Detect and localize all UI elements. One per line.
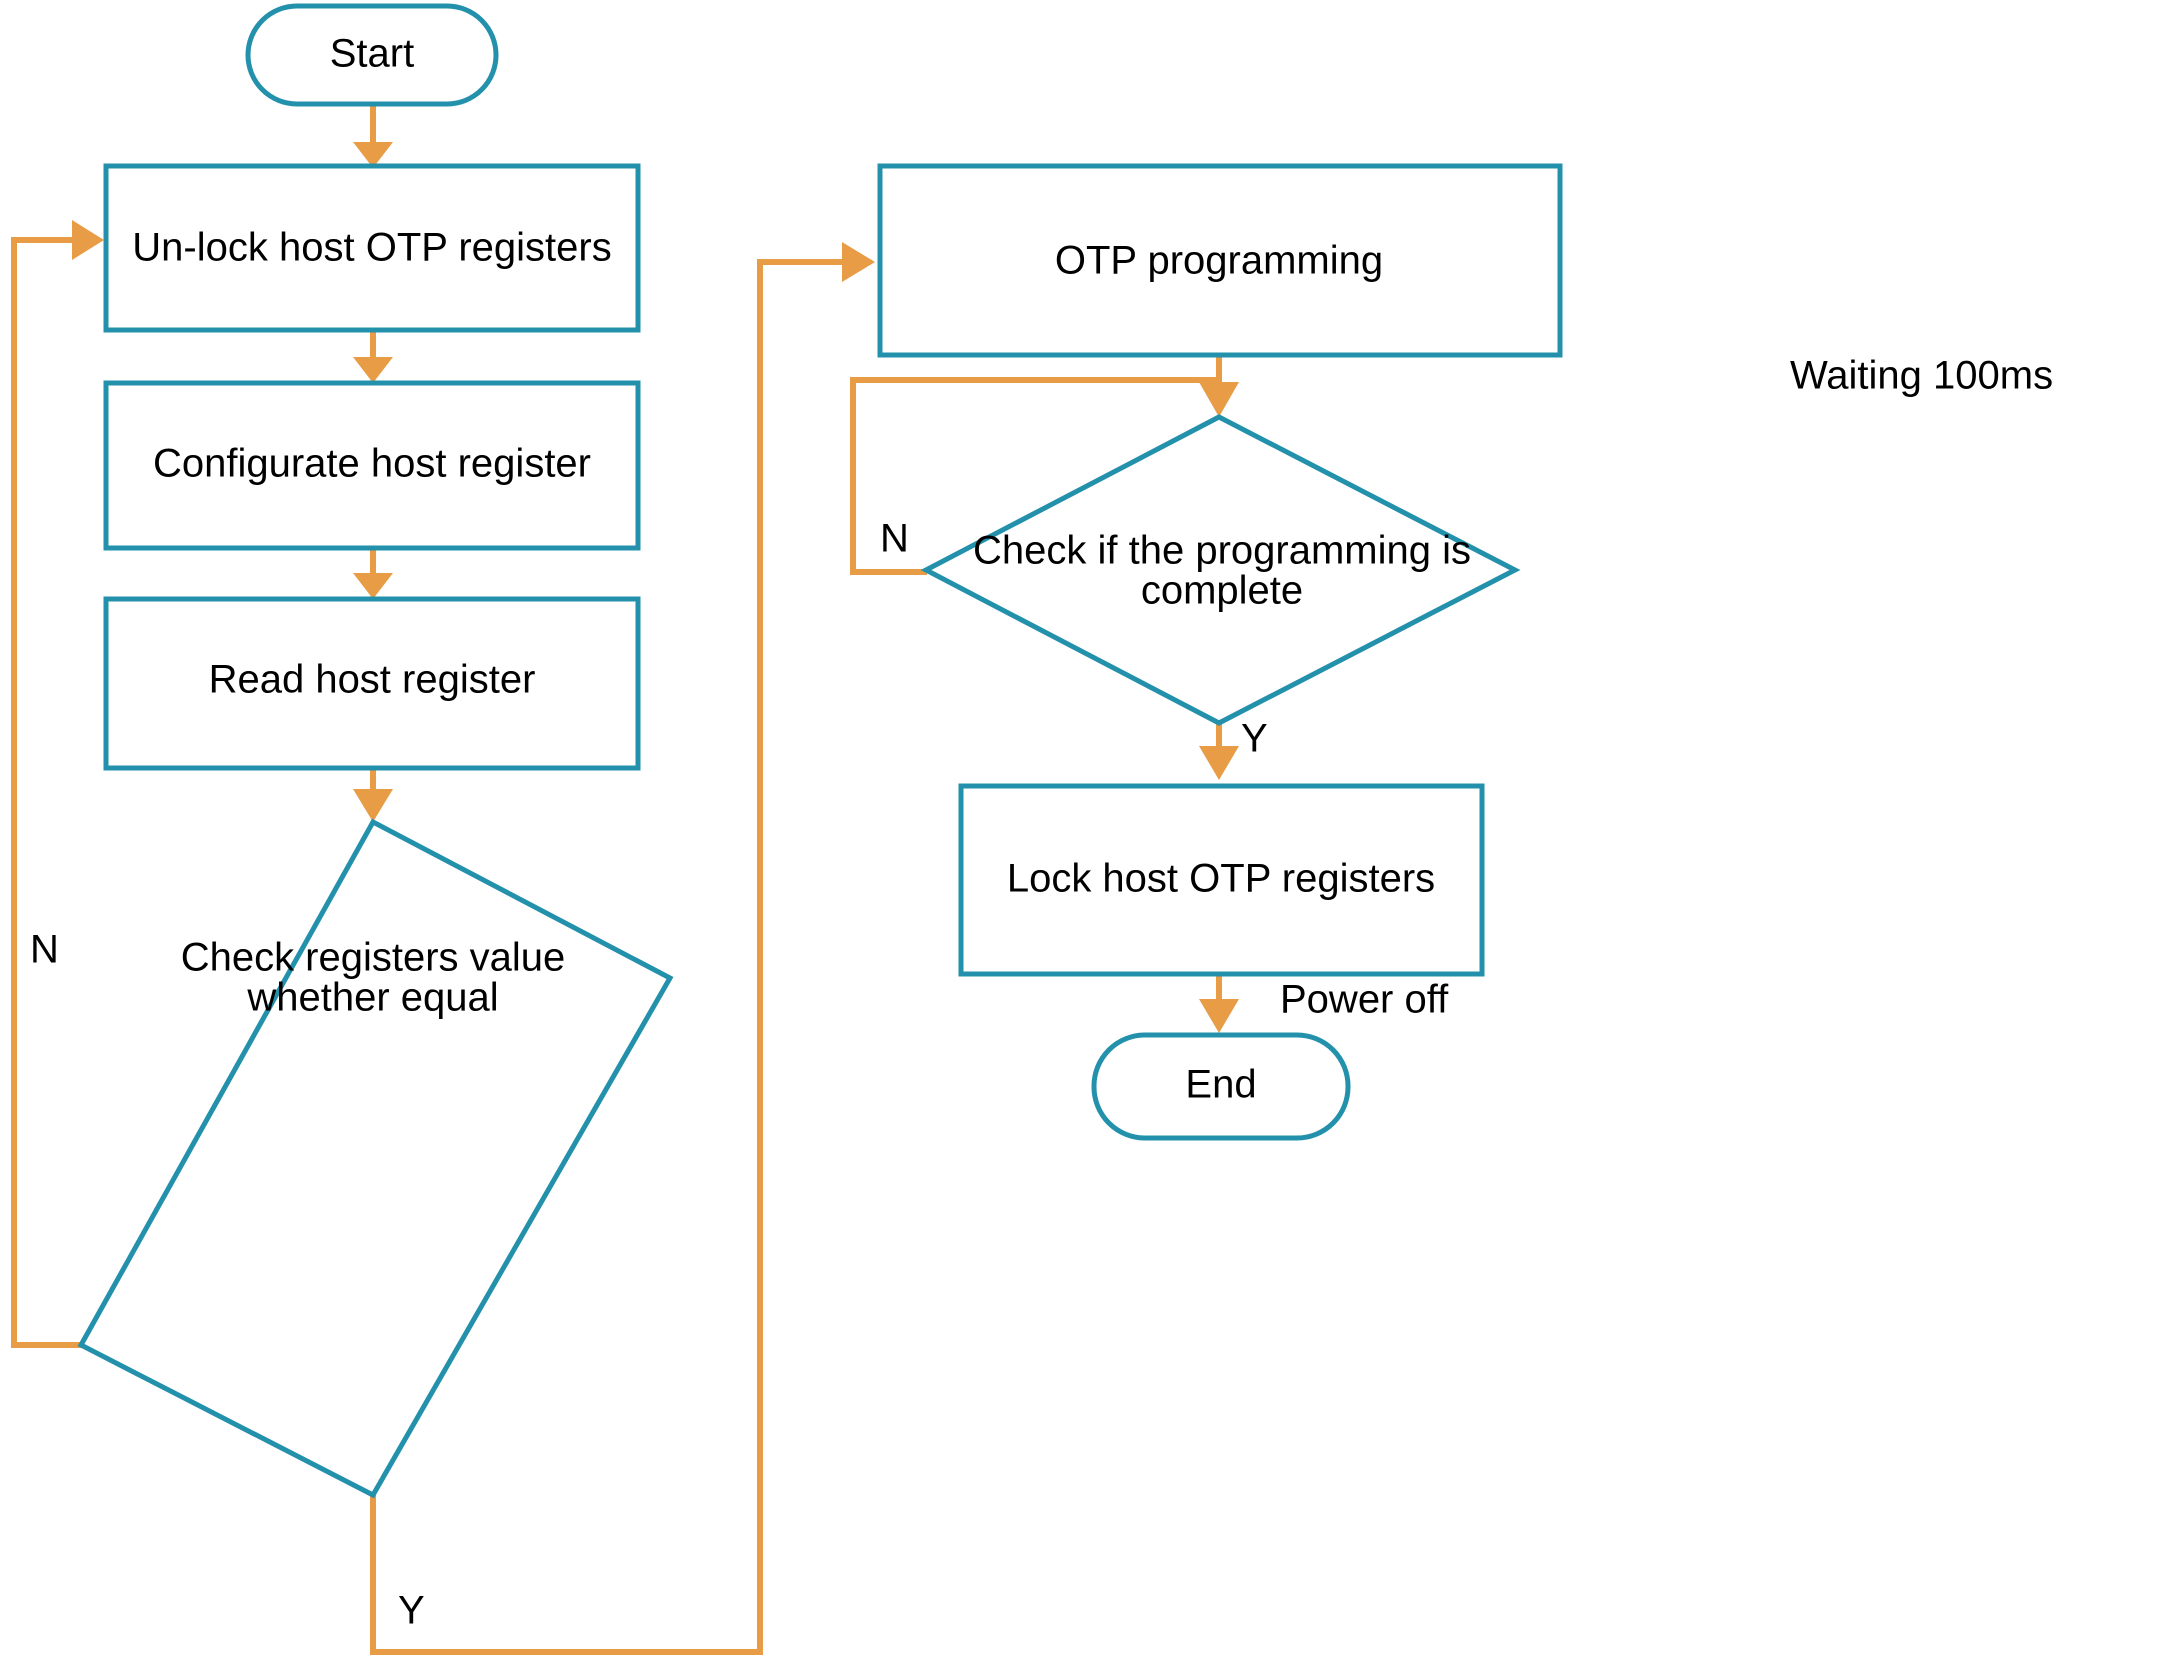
node-start-label: Start [330, 32, 414, 76]
node-start[interactable]: Start [245, 3, 499, 107]
node-otp-programming-label: OTP programming [1055, 239, 1383, 283]
node-check-complete-label-line1: Check if the programming is [973, 529, 1471, 573]
node-check-complete-label-line2: complete [1141, 569, 1303, 613]
connector-lock-to-end [1199, 974, 1239, 1033]
connector-read-to-check-equal [353, 768, 393, 822]
node-end[interactable]: End [1091, 1032, 1351, 1141]
edge-label-check-equal-no: N [30, 928, 59, 972]
node-check-equal-label-line2: whether equal [246, 976, 498, 1020]
node-unlock-host-otp-registers[interactable]: Un-lock host OTP registers [103, 163, 641, 333]
connector-unlock-to-configurate [353, 330, 393, 383]
node-lock-label: Lock host OTP registers [1007, 857, 1435, 901]
connector-check-equal-no-loop [11, 220, 104, 1348]
node-read-label: Read host register [209, 658, 536, 702]
connector-otp-to-check-complete [1199, 355, 1239, 417]
connector-check-complete-yes [1199, 723, 1239, 780]
node-end-label: End [1185, 1063, 1256, 1107]
node-otp-programming[interactable]: OTP programming [877, 163, 1563, 358]
node-unlock-label: Un-lock host OTP registers [132, 226, 611, 270]
connector-check-equal-yes-loop [370, 242, 875, 1655]
node-check-equal-label-line1: Check registers value [181, 936, 566, 980]
node-check-registers-value[interactable]: Check registers value whether equal [77, 818, 674, 1499]
edge-label-check-complete-no: N [880, 517, 909, 561]
edge-label-check-complete-yes: Y [1241, 717, 1268, 761]
node-check-programming-complete[interactable]: Check if the programming is complete [920, 414, 1521, 726]
node-configurate-label: Configurate host register [153, 442, 591, 486]
node-read-host-register[interactable]: Read host register [103, 596, 641, 771]
edge-label-waiting-100ms: Waiting 100ms [1790, 354, 2053, 398]
node-configurate-host-register[interactable]: Configurate host register [103, 380, 641, 551]
node-lock-host-otp-registers[interactable]: Lock host OTP registers [958, 783, 1485, 977]
connector-configurate-to-read [353, 548, 393, 599]
connector-check-complete-no-loop [850, 377, 1219, 575]
connector-start-to-unlock [353, 104, 393, 168]
edge-label-power-off: Power off [1280, 978, 1449, 1022]
edge-label-check-equal-yes: Y [398, 1589, 425, 1633]
